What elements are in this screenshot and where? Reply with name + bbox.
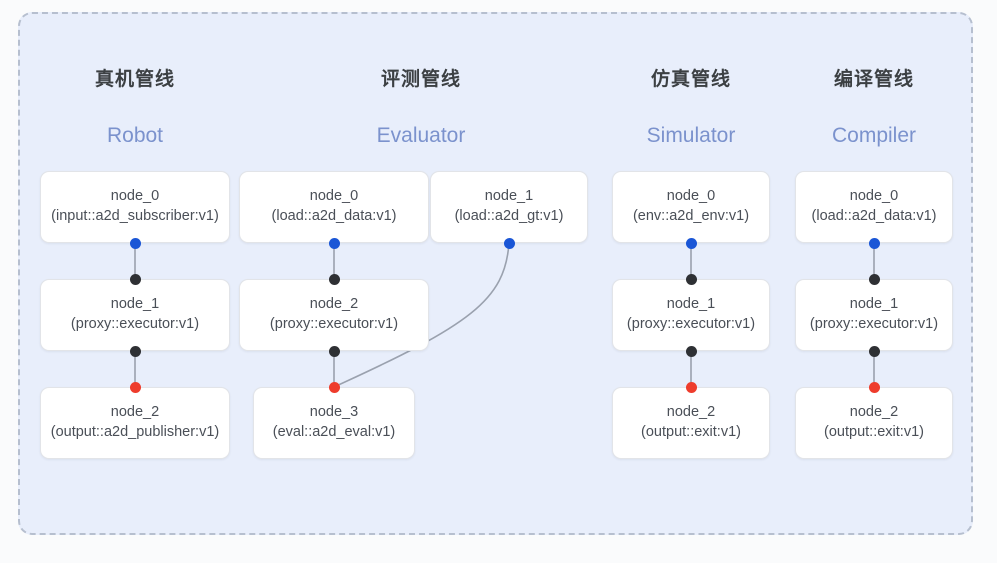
node-compiler-1[interactable]: node_1 (proxy::executor:v1): [795, 279, 953, 351]
port-dot-robot-1-in[interactable]: [129, 273, 141, 285]
port-dot-robot-1-out[interactable]: [129, 345, 141, 357]
port-dot-evaluator-0-out[interactable]: [328, 237, 340, 249]
node-simulator-1[interactable]: node_1 (proxy::executor:v1): [612, 279, 770, 351]
node-robot-0[interactable]: node_0 (input::a2d_subscriber:v1): [40, 171, 230, 243]
node-spec: (eval::a2d_eval:v1): [272, 424, 396, 440]
node-name: node_3: [309, 404, 359, 421]
node-name: node_0: [110, 188, 160, 205]
node-name: node_1: [666, 296, 716, 313]
node-robot-2[interactable]: node_2 (output::a2d_publisher:v1): [40, 387, 230, 459]
node-compiler-2[interactable]: node_2 (output::exit:v1): [795, 387, 953, 459]
port-dot-simulator-1-out[interactable]: [685, 345, 697, 357]
port-dot-evaluator-2-out[interactable]: [328, 345, 340, 357]
port-dot-evaluator-1-out[interactable]: [503, 237, 515, 249]
node-evaluator-0[interactable]: node_0 (load::a2d_data:v1): [239, 171, 429, 243]
column-title-cn-compiler: 编译管线: [833, 69, 914, 90]
node-spec: (output::exit:v1): [824, 424, 924, 440]
port-dot-robot-2-in[interactable]: [129, 381, 141, 393]
node-spec: (proxy::executor:v1): [269, 316, 399, 332]
node-name: node_2: [849, 404, 899, 421]
node-compiler-0[interactable]: node_0 (load::a2d_data:v1): [795, 171, 953, 243]
node-spec: (env::a2d_env:v1): [632, 208, 750, 224]
port-dot-robot-0-out[interactable]: [129, 237, 141, 249]
node-spec: (proxy::executor:v1): [809, 316, 939, 332]
port-dot-compiler-0-out[interactable]: [868, 237, 880, 249]
column-title-cn-robot: 真机管线: [94, 69, 175, 90]
node-name: node_1: [484, 188, 534, 205]
column-title-en-simulator: Simulator: [646, 124, 736, 147]
node-evaluator-2[interactable]: node_2 (proxy::executor:v1): [239, 279, 429, 351]
port-dot-compiler-1-in[interactable]: [868, 273, 880, 285]
node-spec: (load::a2d_data:v1): [811, 208, 937, 224]
node-robot-1[interactable]: node_1 (proxy::executor:v1): [40, 279, 230, 351]
node-name: node_0: [849, 188, 899, 205]
node-name: node_2: [309, 296, 359, 313]
node-spec: (load::a2d_gt:v1): [454, 208, 564, 224]
node-name: node_0: [309, 188, 359, 205]
node-spec: (output::a2d_publisher:v1): [50, 424, 220, 440]
column-title-en-robot: Robot: [106, 124, 164, 147]
port-dot-simulator-1-in[interactable]: [685, 273, 697, 285]
node-spec: (input::a2d_subscriber:v1): [51, 208, 219, 224]
column-title-en-compiler: Compiler: [831, 124, 917, 147]
node-name: node_2: [110, 404, 160, 421]
node-evaluator-1[interactable]: node_1 (load::a2d_gt:v1): [430, 171, 588, 243]
port-dot-simulator-0-out[interactable]: [685, 237, 697, 249]
port-dot-evaluator-2-in[interactable]: [328, 273, 340, 285]
node-spec: (load::a2d_data:v1): [271, 208, 397, 224]
port-dot-compiler-1-out[interactable]: [868, 345, 880, 357]
node-spec: (proxy::executor:v1): [626, 316, 756, 332]
node-name: node_2: [666, 404, 716, 421]
column-title-cn-simulator: 仿真管线: [650, 69, 731, 90]
port-dot-compiler-2-in[interactable]: [868, 381, 880, 393]
node-name: node_1: [110, 296, 160, 313]
port-dot-evaluator-3-in[interactable]: [328, 381, 340, 393]
node-simulator-0[interactable]: node_0 (env::a2d_env:v1): [612, 171, 770, 243]
node-name: node_0: [666, 188, 716, 205]
column-title-en-evaluator: Evaluator: [376, 124, 466, 147]
node-name: node_1: [849, 296, 899, 313]
port-dot-simulator-2-in[interactable]: [685, 381, 697, 393]
node-evaluator-3[interactable]: node_3 (eval::a2d_eval:v1): [253, 387, 415, 459]
column-title-cn-evaluator: 评测管线: [380, 69, 461, 90]
node-simulator-2[interactable]: node_2 (output::exit:v1): [612, 387, 770, 459]
node-spec: (proxy::executor:v1): [70, 316, 200, 332]
node-spec: (output::exit:v1): [641, 424, 741, 440]
